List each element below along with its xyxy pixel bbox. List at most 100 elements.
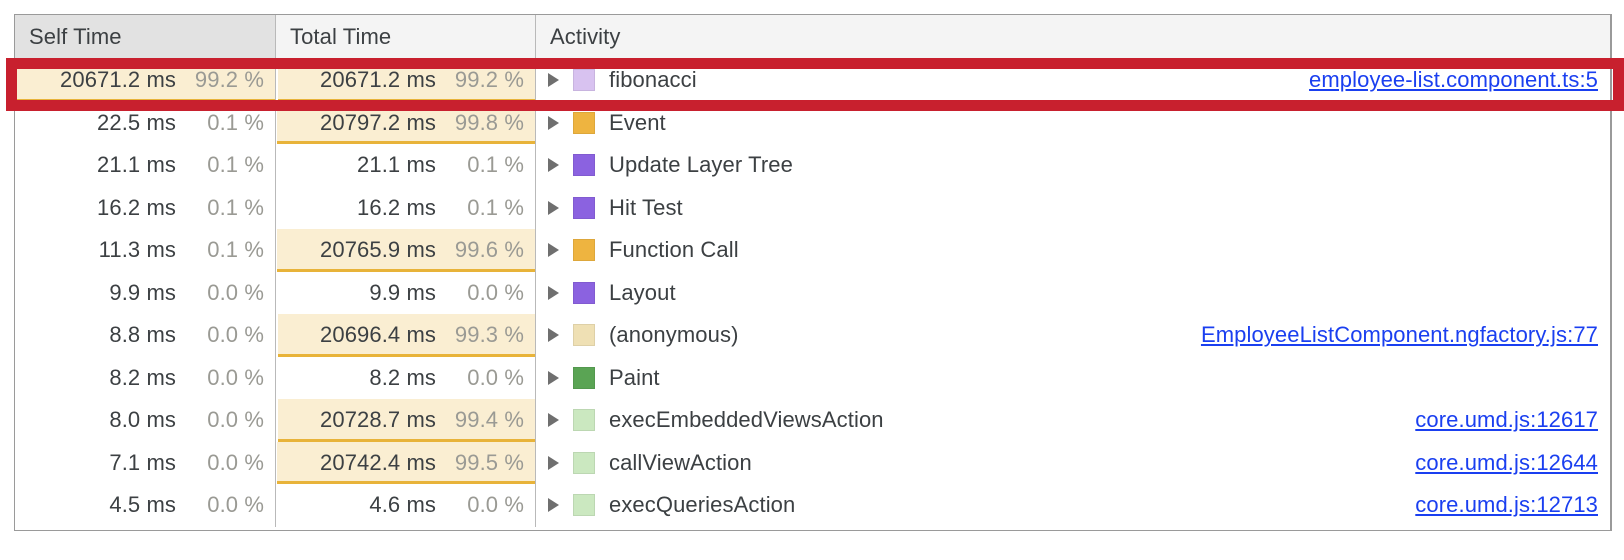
source-location-link[interactable]: core.umd.js:12713 — [1415, 492, 1598, 518]
self-time-percent: 0.0 % — [207, 449, 264, 475]
expand-triangle-icon[interactable] — [548, 455, 559, 470]
column-header-activity[interactable]: Activity — [536, 15, 1610, 58]
activity-label: callViewAction — [609, 449, 752, 475]
cell-total-time: 20797.2 ms 99.8 % — [276, 101, 536, 144]
expand-triangle-icon[interactable] — [548, 328, 559, 343]
self-time-value: 20671.2 ms — [60, 67, 176, 93]
self-time-value: 8.2 ms — [109, 364, 176, 390]
total-time-percent: 99.6 % — [454, 237, 524, 263]
cell-activity: Function Call — [536, 229, 1610, 272]
source-link-container: core.umd.js:12713 — [1395, 492, 1598, 518]
activity-color-swatch-icon — [573, 281, 595, 304]
self-time-percent: 0.1 % — [207, 194, 264, 220]
total-time-value: 20797.2 ms — [320, 109, 436, 135]
total-time-fill-bar — [277, 314, 535, 357]
self-time-percent: 0.0 % — [207, 279, 264, 305]
expand-triangle-icon[interactable] — [548, 158, 559, 173]
self-time-value: 8.8 ms — [109, 322, 176, 348]
cell-total-time: 21.1 ms 0.1 % — [276, 144, 536, 187]
total-time-fill-bar — [277, 229, 535, 272]
self-time-percent: 0.0 % — [207, 364, 264, 390]
total-time-percent: 99.2 % — [454, 67, 524, 93]
expand-triangle-icon[interactable] — [548, 200, 559, 215]
cell-self-time: 8.2 ms 0.0 % — [15, 356, 276, 399]
activity-label: (anonymous) — [609, 322, 739, 348]
total-time-percent: 0.1 % — [467, 152, 524, 178]
self-time-percent: 0.1 % — [207, 152, 264, 178]
source-location-link[interactable]: core.umd.js:12644 — [1415, 449, 1598, 475]
total-time-percent: 99.3 % — [454, 322, 524, 348]
self-time-percent: 0.0 % — [207, 492, 264, 518]
total-time-percent: 0.0 % — [467, 364, 524, 390]
activity-color-swatch-icon — [573, 239, 595, 262]
expand-triangle-icon[interactable] — [548, 370, 559, 385]
activity-label: Hit Test — [609, 194, 683, 220]
time-value-group: 8.2 ms 0.0 % — [109, 365, 264, 391]
cell-activity: callViewAction core.umd.js:12644 — [536, 442, 1610, 485]
expand-triangle-icon[interactable] — [548, 498, 559, 513]
expand-triangle-icon[interactable] — [548, 413, 559, 428]
cell-activity: Update Layer Tree — [536, 144, 1610, 187]
total-time-value: 4.6 ms — [369, 492, 436, 518]
source-location-link[interactable]: core.umd.js:12617 — [1415, 407, 1598, 433]
cell-total-time: 8.2 ms 0.0 % — [276, 356, 536, 399]
cell-activity: Hit Test — [536, 187, 1610, 230]
time-value-group: 8.8 ms 0.0 % — [109, 322, 264, 348]
expand-triangle-icon[interactable] — [548, 243, 559, 258]
source-location-link[interactable]: employee-list.component.ts:5 — [1309, 67, 1598, 93]
cell-activity: Event — [536, 102, 1610, 145]
call-tree-table: Self Time Total Time Activity 20671.2 ms… — [14, 14, 1611, 531]
self-time-value: 7.1 ms — [109, 449, 176, 475]
expand-triangle-icon[interactable] — [548, 73, 559, 88]
column-header-self-time[interactable]: Self Time — [15, 15, 276, 58]
activity-color-swatch-icon — [573, 154, 595, 177]
column-header-total-time[interactable]: Total Time — [276, 15, 536, 58]
self-time-percent: 0.0 % — [207, 322, 264, 348]
vertical-scrollbar[interactable] — [1611, 14, 1624, 531]
total-time-value: 21.1 ms — [357, 152, 436, 178]
total-time-value: 8.2 ms — [369, 364, 436, 390]
time-value-group: 8.2 ms 0.0 % — [369, 365, 524, 391]
source-location-link[interactable]: EmployeeListComponent.ngfactory.js:77 — [1200, 322, 1598, 348]
expand-triangle-icon[interactable] — [548, 285, 559, 300]
activity-label: execEmbeddedViewsAction — [609, 407, 884, 433]
total-time-value: 20742.4 ms — [320, 449, 436, 475]
activity-label: fibonacci — [609, 67, 697, 93]
expand-triangle-icon[interactable] — [548, 115, 559, 130]
activity-label: Update Layer Tree — [609, 152, 793, 178]
self-time-value: 8.0 ms — [109, 407, 176, 433]
total-time-percent: 99.8 % — [454, 109, 524, 135]
cell-activity: Layout — [536, 272, 1610, 315]
time-value-group: 7.1 ms 0.0 % — [109, 450, 264, 476]
column-header-activity-label: Activity — [550, 23, 621, 49]
